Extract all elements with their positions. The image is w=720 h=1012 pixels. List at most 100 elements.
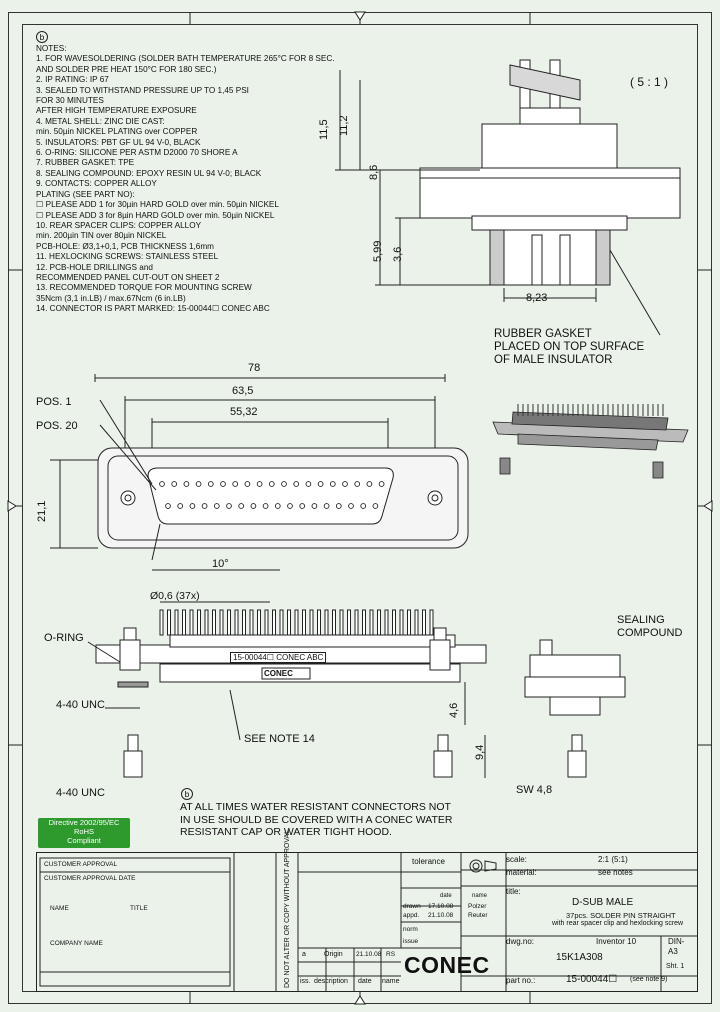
solder-pin <box>249 609 254 636</box>
pin-hole-top <box>171 481 178 487</box>
dim-10-deg: 10° <box>212 558 229 570</box>
approval-row-date: CUSTOMER APPROVAL DATE <box>44 875 136 882</box>
pin-hole-bottom <box>201 503 208 509</box>
solder-pin <box>422 609 426 636</box>
solder-pin <box>354 609 359 636</box>
part-number: 15-00044☐ <box>566 974 618 985</box>
solder-pin <box>219 609 224 636</box>
solder-pin <box>234 609 239 636</box>
title-block-grid <box>36 852 698 992</box>
note-line: min. 200µin TIN over 80µin NICKEL <box>36 231 167 241</box>
part-note: (see note 9) <box>630 976 668 983</box>
scale-label: ( 5 : 1 ) <box>630 75 669 89</box>
col-date: date <box>358 978 372 985</box>
scale-key: scale: <box>506 855 527 864</box>
note-line: RECOMMENDED PANEL CUT-OUT ON SHEET 2 <box>36 272 220 282</box>
svg-text:b: b <box>40 33 45 42</box>
pin-hole-top <box>354 481 361 487</box>
note-line: 8. SEALING COMPOUND: EPOXY RESIN UL 94 V… <box>36 168 262 178</box>
pin-hole-bottom <box>262 503 269 509</box>
notes-block: NOTES: 1. FOR WAVESOLDERING (SOLDER BATH… <box>36 44 336 315</box>
solder-pin <box>324 609 329 636</box>
name-head: name <box>472 893 488 899</box>
solder-pin <box>332 609 336 636</box>
pin-hole-bottom <box>238 503 245 509</box>
pin-hole-bottom <box>274 503 281 509</box>
pos-1-label: POS. 1 <box>36 396 72 408</box>
iso-view-drawing <box>492 404 689 479</box>
tolerance-label: tolerance <box>412 857 445 866</box>
solder-pin <box>174 609 179 636</box>
pin-hole-bottom <box>165 503 171 509</box>
note-line: FOR 30 MINUTES <box>36 96 104 106</box>
note-line: AFTER HIGH TEMPERATURE EXPOSURE <box>36 106 197 116</box>
pin-hole-top <box>317 481 324 487</box>
scale-value: 2:1 (5:1) <box>598 855 628 864</box>
pin-hole-bottom <box>323 503 330 509</box>
vertical-warning: DO NOT ALTER OR COPY WITHOUT APPROVAL <box>284 829 291 988</box>
note-line: 14. CONNECTOR IS PART MARKED: 15-00044☐ … <box>36 304 270 314</box>
rev-name: RS <box>386 951 396 958</box>
inventor-version: Inventor 10 <box>596 937 637 946</box>
col-iss: iss. <box>300 978 311 985</box>
solder-pin <box>264 609 269 636</box>
pin-hole-top <box>293 481 300 487</box>
notes-marker-icon: b <box>36 31 48 43</box>
pin-hole-top <box>207 481 214 487</box>
solder-pin <box>362 609 366 636</box>
dim-55-32: 55,32 <box>230 406 258 418</box>
checked-name: Reuter <box>468 912 488 919</box>
note-line: AND SOLDER PRE HEAT 150°C FOR 180 SEC.) <box>36 64 217 74</box>
rohs-badge: Directive 2002/95/EC RoHS Compliant <box>38 818 130 848</box>
pin-hole-bottom <box>335 503 342 509</box>
solder-pin <box>294 609 299 636</box>
drawn-name: Polzer <box>468 903 487 910</box>
solder-pin <box>347 609 351 636</box>
o-ring-label: O-RING <box>44 632 84 644</box>
solder-pin <box>167 609 171 636</box>
pin-hole-bottom <box>189 503 196 509</box>
pin-hole-top <box>305 481 312 487</box>
note-line: ☐ PLEASE ADD 3 for 8µin HARD GOLD over m… <box>36 210 275 220</box>
note-line: ☐ PLEASE ADD 1 for 30µin HARD GOLD over … <box>36 200 279 210</box>
material-key: material: <box>506 868 537 877</box>
date-head: date <box>440 893 452 899</box>
rev-date: 21.10.08 <box>356 951 382 958</box>
unc-label-1: 4-40 UNC <box>56 699 105 711</box>
pin-hole-bottom <box>226 503 232 509</box>
solder-pin <box>377 609 381 636</box>
sealing-compound-label: SEALING COMPOUND <box>617 614 683 639</box>
pin-hole-bottom <box>311 503 318 509</box>
din-format: DIN-A3 <box>668 937 685 956</box>
dwg-number: 15K1A308 <box>556 952 603 963</box>
dim-21-1: 21,1 <box>36 500 48 522</box>
pin-hole-top <box>256 481 263 487</box>
dim-3-6: 3,6 <box>392 246 404 262</box>
solder-pin <box>384 609 389 636</box>
rev-desc: Origin <box>324 951 343 958</box>
pin-hole-top <box>195 481 202 487</box>
dim-4-6: 4,6 <box>448 702 460 718</box>
rubber-gasket-label: RUBBER GASKET PLACED ON TOP SURFACE OF M… <box>494 328 645 366</box>
warning-marker-icon: b <box>181 788 193 800</box>
title-line-1: D-SUB MALE <box>572 897 634 908</box>
sw-label: SW 4,8 <box>516 784 553 796</box>
pin-hole-bottom <box>372 503 379 509</box>
drawn-date: 17.10.08 <box>428 903 454 910</box>
pin-diameter-dim: Ø0,6 (37x) <box>150 590 200 602</box>
approval-row-company: COMPANY NAME <box>50 940 103 947</box>
note-line: 10. REAR SPACER CLIPS: COPPER ALLOY <box>36 220 202 230</box>
unc-label-2: 4-40 UNC <box>56 787 105 799</box>
col-desc: description <box>314 978 348 985</box>
solder-pin <box>317 609 321 636</box>
pin-hole-bottom <box>213 503 220 509</box>
norm-label: norm <box>403 926 418 933</box>
pin-hole-bottom <box>360 503 367 509</box>
pin-hole-bottom <box>299 503 306 509</box>
note-line: 12. PCB-HOLE DRILLINGS and <box>36 262 153 272</box>
notes-lines: 1. FOR WAVESOLDERING (SOLDER BATH TEMPER… <box>36 54 336 314</box>
approval-row-name: NAME <box>50 905 69 912</box>
solder-pin <box>302 609 306 636</box>
dim-78: 78 <box>248 362 261 374</box>
